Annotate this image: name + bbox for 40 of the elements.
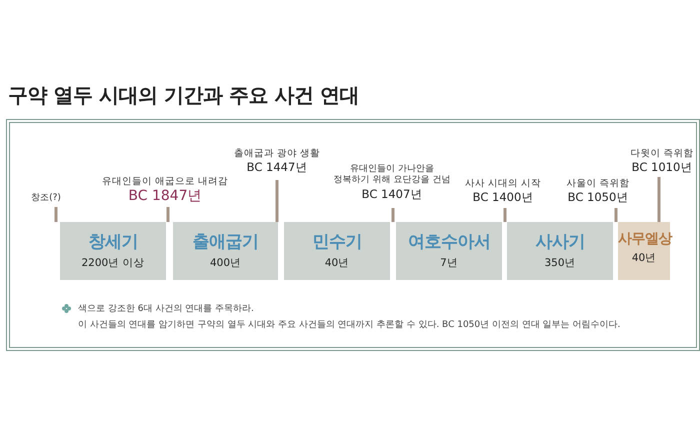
event-text: 사사 시대의 시작: [464, 178, 542, 190]
event-text: 다윗이 즉위함: [630, 148, 694, 160]
event-text: 유대인들이 애굽으로 내려감: [102, 176, 228, 188]
tick-line: [166, 207, 170, 222]
tick-line: [276, 180, 278, 222]
title: 구약 열두 시대의 기간과 주요 사건 연대: [8, 82, 359, 109]
event-date: BC 1010년: [632, 160, 692, 174]
tick-line: [614, 208, 618, 222]
event-date: BC 1447년: [246, 160, 308, 174]
period-box: [173, 222, 278, 280]
period-name: 출애굽기: [192, 231, 258, 253]
tick-line: [658, 177, 660, 222]
period-name: 여호수아서: [408, 231, 490, 253]
event-text: 유대인들이 가나안을 정복하기 위해 요단강을 건넘: [333, 164, 451, 186]
duration-text: 350년: [544, 256, 576, 270]
event-text: 사울이 즉위함: [566, 178, 630, 190]
period-box: [396, 222, 502, 280]
duration-text: 2200년 이상: [81, 256, 145, 270]
event-date: BC 1847년: [128, 188, 202, 206]
period-box: [60, 222, 166, 280]
duration-text: 40년: [632, 251, 656, 265]
event-date: BC 1400년: [472, 190, 534, 204]
event-text: 출애굽과 광야 생활: [234, 148, 320, 160]
event-text: 창조(?): [31, 193, 61, 204]
period-box: [507, 222, 613, 280]
tick-line: [54, 207, 58, 222]
duration-text: 40년: [324, 256, 350, 270]
period-box: [284, 222, 390, 280]
period-name: 창세기: [88, 231, 138, 253]
tick-line: [392, 208, 394, 222]
period-name: 사무엘상: [618, 230, 672, 248]
duration-text: 7년: [440, 256, 458, 270]
event-date: BC 1407년: [362, 186, 422, 201]
tick-line: [504, 208, 506, 222]
event-date: BC 1050년: [568, 190, 628, 204]
period-name: 사사기: [535, 231, 585, 253]
period-name: 민수기: [312, 231, 362, 253]
note-text: 색으로 강조한 6대 사건의 연대를 주목하라.: [78, 303, 254, 315]
duration-text: 400년: [210, 256, 242, 270]
note-text: 이 사건들의 연대를 암기하면 구약의 열두 시대와 주요 사건들의 연대까지 추론할 수 있다. BC 1050년 이전의 연대 일부는 어림수이다.: [78, 319, 620, 331]
